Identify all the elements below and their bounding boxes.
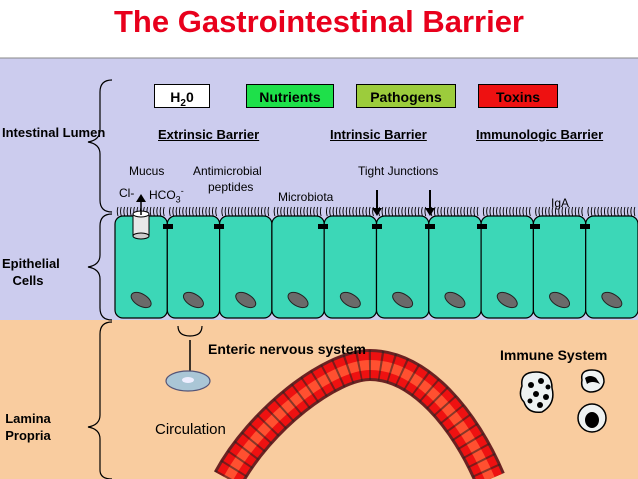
cell-nucleus: [287, 291, 309, 309]
page-title: The Gastrointestinal Barrier: [113, 4, 524, 39]
intrinsic-barrier-label: Intrinsic Barrier: [330, 127, 427, 142]
peptides-label: peptides: [208, 180, 254, 194]
bicarbonate-label: HCO3-: [149, 186, 184, 204]
microvilli: [326, 206, 374, 217]
lamina-brace: [87, 321, 113, 479]
region-label-lumen: Intestinal Lumen: [2, 125, 106, 140]
region-label-epithelial: Epithelial Cells: [2, 256, 60, 288]
water-subscript: 2: [180, 97, 186, 109]
goblet-cell-base: [132, 232, 150, 240]
cell-nucleus: [549, 291, 571, 309]
cell-nucleus: [392, 291, 414, 309]
circulation-label: Circulation: [155, 421, 226, 438]
hco3-sub: 3: [175, 194, 181, 205]
immunologic-barrier-label: Immunologic Barrier: [476, 127, 604, 142]
microvilli: [221, 206, 270, 217]
water-o: 0: [185, 89, 194, 105]
tight-junction: [425, 224, 435, 229]
nutrients-box: Nutrients: [246, 84, 334, 108]
extrinsic-barrier-label: Extrinsic Barrier: [158, 127, 260, 142]
tight-junction: [580, 224, 590, 229]
cell-nucleus: [130, 291, 152, 309]
mucus-label: Mucus: [129, 164, 165, 178]
cell-nucleus: [444, 291, 466, 309]
tight-junction: [477, 224, 487, 229]
hco3-sup: -: [180, 186, 184, 196]
tight-junction: [372, 224, 382, 229]
vessel-cells: [214, 349, 504, 479]
nerve-synapse: [177, 325, 203, 337]
chloride-label: Cl-: [119, 186, 135, 200]
microvilli: [482, 206, 531, 217]
tight-junction: [163, 224, 173, 229]
microvilli: [378, 206, 427, 217]
hco3-main: HCO: [149, 188, 176, 202]
tight-junctions-label: Tight Junctions: [358, 164, 439, 178]
microvilli: [535, 206, 584, 217]
epithelial-cells: [114, 206, 638, 319]
cell-nucleus: [339, 291, 361, 309]
tight-junction: [214, 224, 224, 229]
cell-nucleus: [601, 291, 623, 309]
cell-nucleus: [235, 291, 257, 309]
water-h: H: [170, 89, 181, 105]
title-band: [0, 0, 638, 58]
tj-arrowhead-1: [372, 208, 382, 216]
tight-junction: [318, 224, 328, 229]
epithelial-cell: [585, 215, 638, 319]
cell-nucleus: [182, 291, 204, 309]
tight-junction: [530, 224, 540, 229]
cell-nucleus: [496, 291, 518, 309]
epithelial-brace: [87, 213, 113, 321]
microbiota-label: Microbiota: [278, 190, 334, 204]
immune-system-label: Immune System: [500, 347, 608, 363]
immune-cells: [519, 369, 607, 433]
microvilli: [430, 206, 479, 217]
tj-arrowhead-2: [425, 208, 435, 216]
enteric-nervous-system-label: Enteric nervous system: [208, 341, 366, 357]
neuron-nucleus: [182, 377, 194, 383]
toxins-box: Toxins: [478, 84, 558, 108]
microvilli: [273, 206, 322, 217]
region-label-lamina: Lamina Propria: [5, 411, 51, 443]
microvilli: [169, 206, 217, 217]
iga-label: IgA: [551, 196, 570, 210]
water-box: H20: [154, 84, 210, 109]
lumen-brace: [87, 79, 113, 213]
pathogens-box: Pathogens: [356, 84, 456, 108]
antimicrobial-label: Antimicrobial: [193, 164, 262, 178]
secretion-arrowhead: [136, 194, 146, 202]
microvilli: [587, 206, 636, 217]
